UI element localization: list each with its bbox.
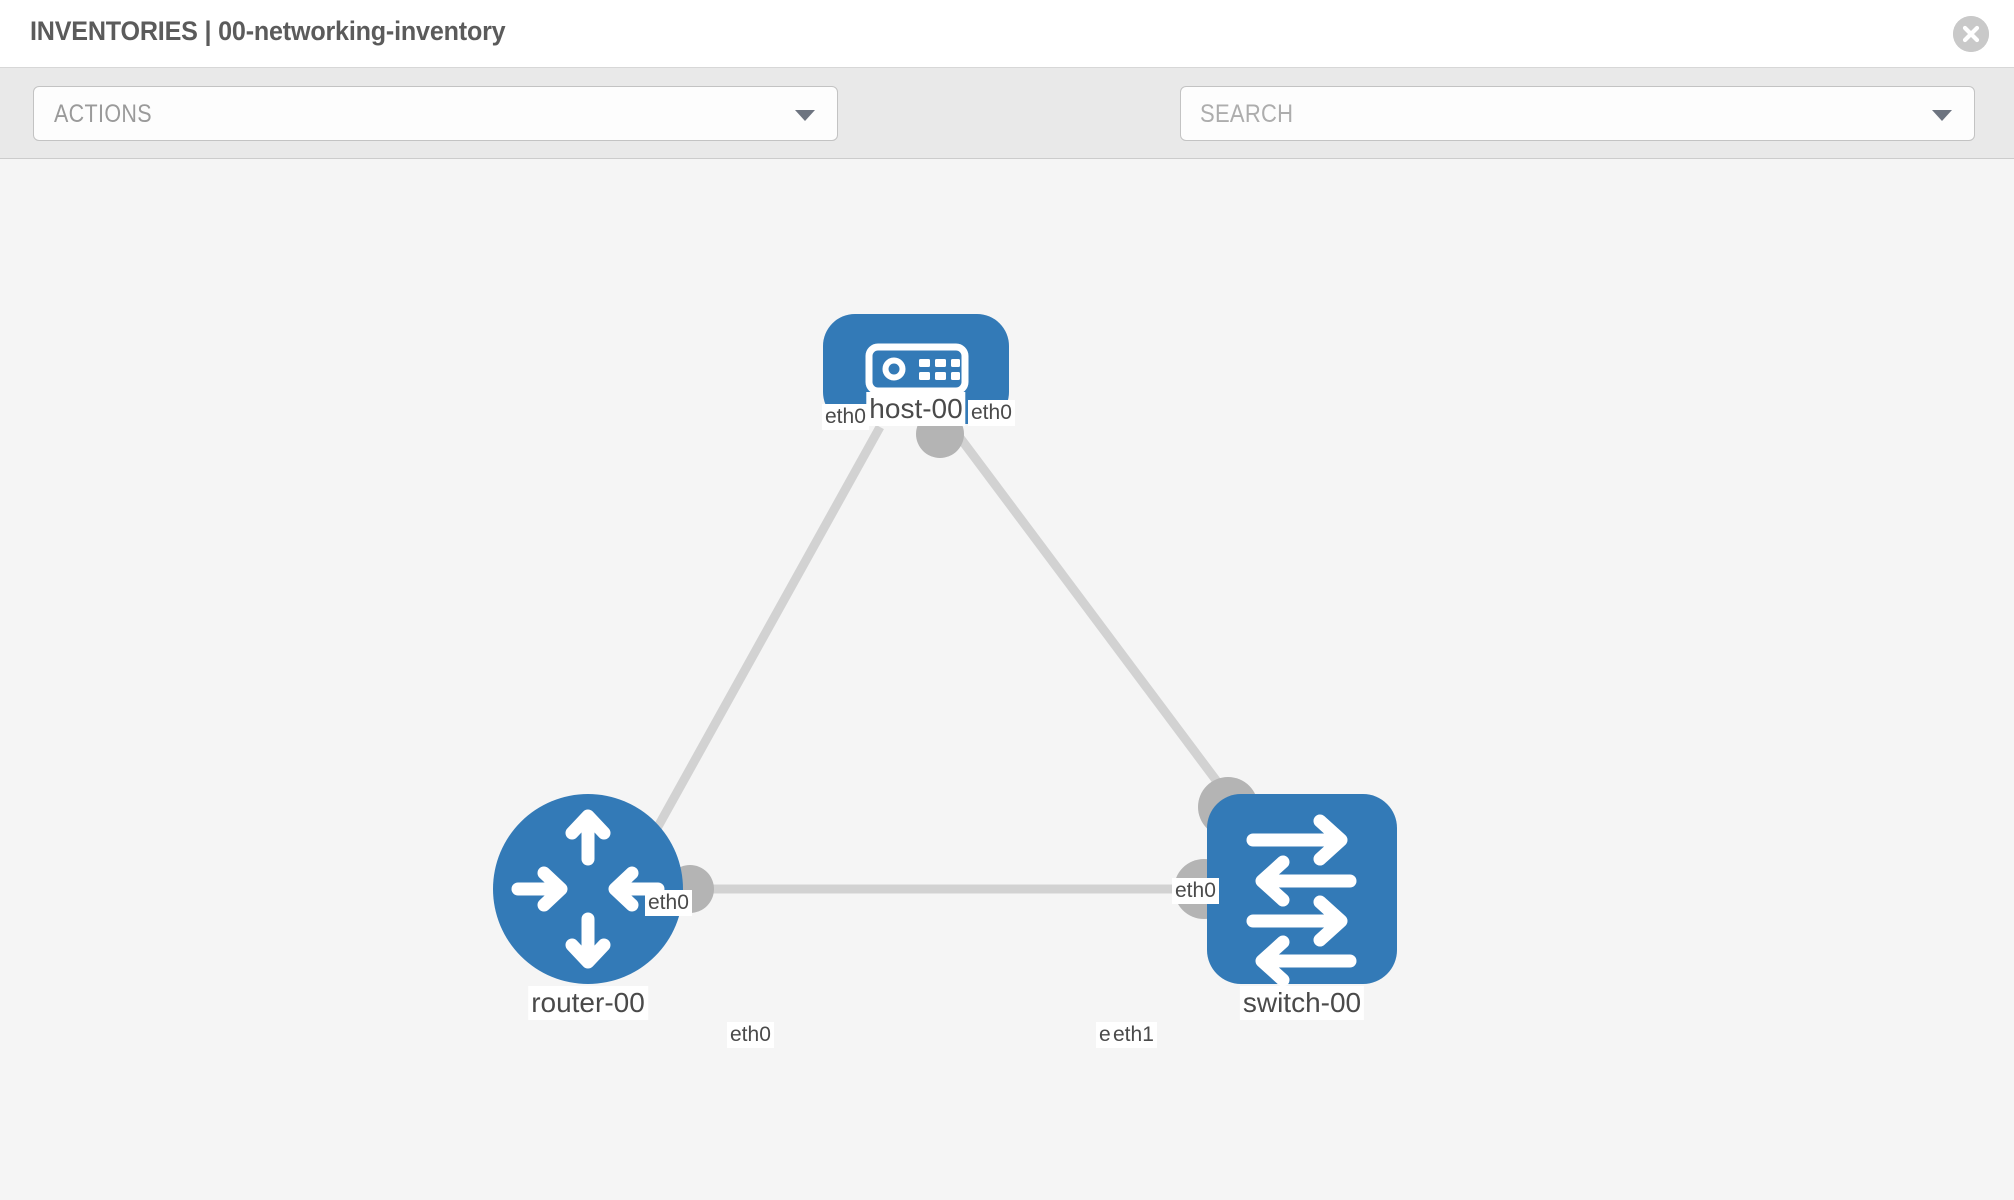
iface-label-router-to-host: eth0 [645,890,692,916]
topology-canvas[interactable]: host-00 router-00 switch-00 eth0 eth0 et… [0,159,2014,1200]
iface-label-switch-to-router-eth1: eth1 [1110,1022,1157,1048]
iface-label-switch-to-host: eth0 [1172,878,1219,904]
toolbar: ACTIONS SEARCH [0,68,2014,196]
chevron-down-icon[interactable] [1932,110,1952,121]
chevron-down-icon [795,110,815,121]
page-header: INVENTORIES | 00-networking-inventory [0,0,2014,68]
actions-dropdown[interactable]: ACTIONS [33,86,838,141]
topology-links [636,424,1264,894]
node-label-host-00[interactable]: host-00 [866,392,966,426]
search-placeholder: SEARCH [1200,100,1294,128]
link-host-switch [948,424,1264,842]
node-switch-00 [1207,794,1397,987]
page-title: INVENTORIES | 00-networking-inventory [30,16,506,46]
actions-dropdown-label: ACTIONS [54,100,152,128]
topology-connectors [666,410,1258,919]
router-arrows-icon [511,809,665,969]
iface-label-host-to-switch: eth0 [968,400,1015,426]
switch-arrows-icon [1246,814,1357,987]
iface-label-router-to-switch: eth0 [727,1022,774,1048]
topology-graph [493,314,1397,987]
server-icon [865,343,969,395]
node-label-switch-00[interactable]: switch-00 [1239,986,1365,1020]
server-icon-dots [919,359,960,380]
search-input[interactable]: SEARCH [1180,86,1975,141]
node-label-router-00[interactable]: router-00 [528,986,648,1020]
node-router-00 [493,794,683,984]
close-icon[interactable] [1953,16,1989,52]
iface-label-host-to-router: eth0 [822,404,869,430]
link-host-router [636,424,884,862]
